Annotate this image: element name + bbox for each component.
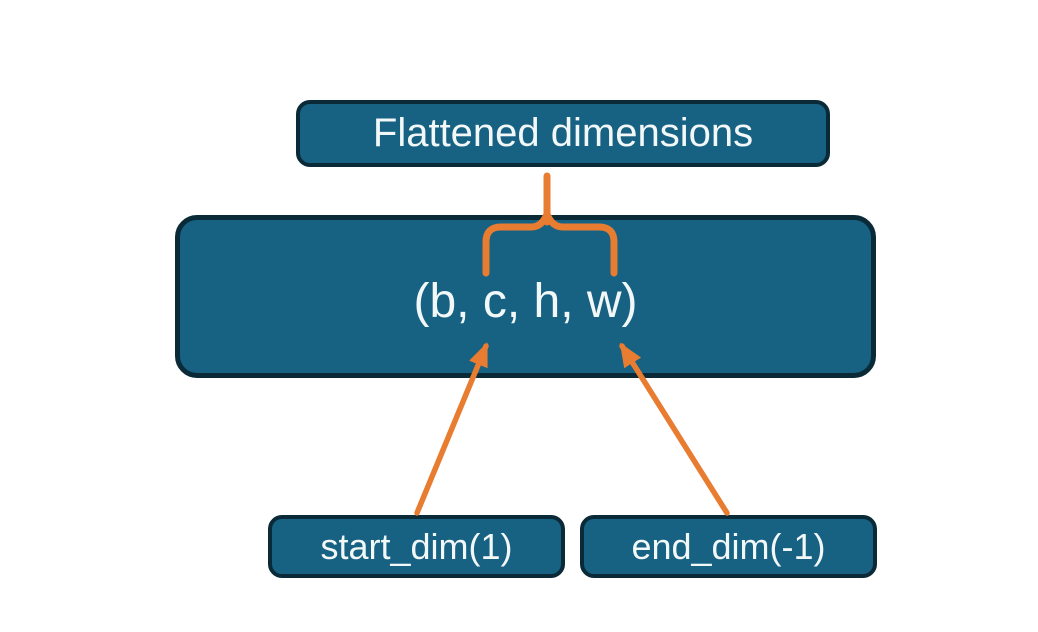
flattened-dimensions-box: Flattened dimensions	[296, 100, 830, 167]
tensor-shape-box: (b, c, h, w)	[175, 215, 876, 378]
end-dim-label: end_dim(-1)	[631, 525, 826, 567]
tensor-shape-label: (b, c, h, w)	[413, 275, 638, 328]
start-dim-box: start_dim(1)	[268, 515, 565, 578]
start-dim-label: start_dim(1)	[320, 525, 513, 567]
flattened-dimensions-label: Flattened dimensions	[372, 111, 754, 155]
end-dim-box: end_dim(-1)	[580, 515, 877, 578]
